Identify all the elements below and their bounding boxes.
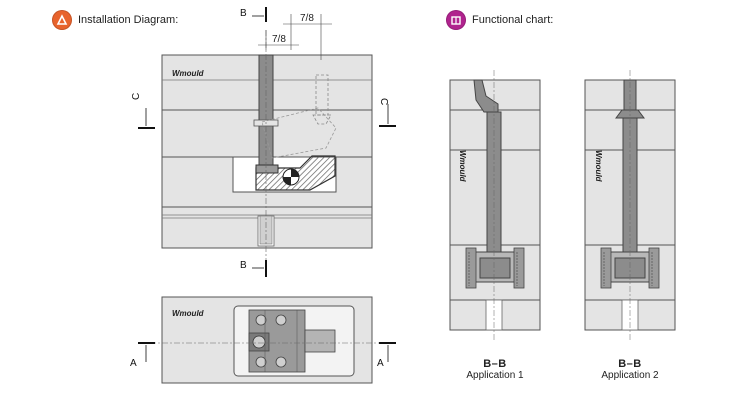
functional-badge-icon — [446, 10, 466, 30]
section-mark-a-left: A — [130, 342, 155, 369]
application-2-caption: B–B Application 2 — [575, 358, 685, 381]
brand-label-app1: Wmould — [458, 150, 467, 183]
installation-section-view — [161, 30, 373, 265]
application-2-section: B–B — [618, 358, 642, 370]
application-1-caption: B–B Application 1 — [440, 358, 550, 381]
application-2-label: Application 2 — [601, 370, 659, 381]
brand-label-top: Wmould — [172, 69, 205, 78]
svg-text:C: C — [378, 98, 389, 105]
section-mark-c-left: C — [131, 93, 155, 129]
functional-header: Functional chart: — [446, 10, 553, 30]
svg-text:B: B — [240, 8, 247, 19]
application-1-section: B–B — [483, 358, 507, 370]
application-1-label: Application 1 — [466, 370, 524, 381]
svg-text:A: A — [130, 358, 137, 369]
svg-text:B: B — [240, 260, 247, 271]
installation-title: Installation Diagram: — [78, 14, 179, 26]
section-mark-c-right: C — [378, 98, 396, 127]
svg-text:A: A — [377, 358, 384, 369]
svg-text:7/8: 7/8 — [272, 34, 286, 45]
section-mark-b-bottom: B — [240, 260, 267, 277]
installation-badge-icon — [52, 10, 72, 30]
installation-plan-view — [150, 296, 385, 384]
brand-label-app2: Wmould — [594, 150, 603, 183]
dimension-left: 7/8 — [258, 30, 299, 50]
functional-title: Functional chart: — [472, 14, 554, 26]
section-mark-a-right: A — [377, 342, 396, 369]
svg-text:C: C — [131, 93, 142, 100]
svg-text:7/8: 7/8 — [300, 13, 314, 24]
brand-label-bottom: Wmould — [172, 309, 205, 318]
installation-header: Installation Diagram: — [52, 10, 178, 30]
dimension-right: 7/8 — [283, 13, 332, 60]
application-2-drawing — [584, 70, 676, 340]
section-mark-b-top: B — [240, 7, 267, 22]
application-1-drawing — [449, 70, 541, 340]
